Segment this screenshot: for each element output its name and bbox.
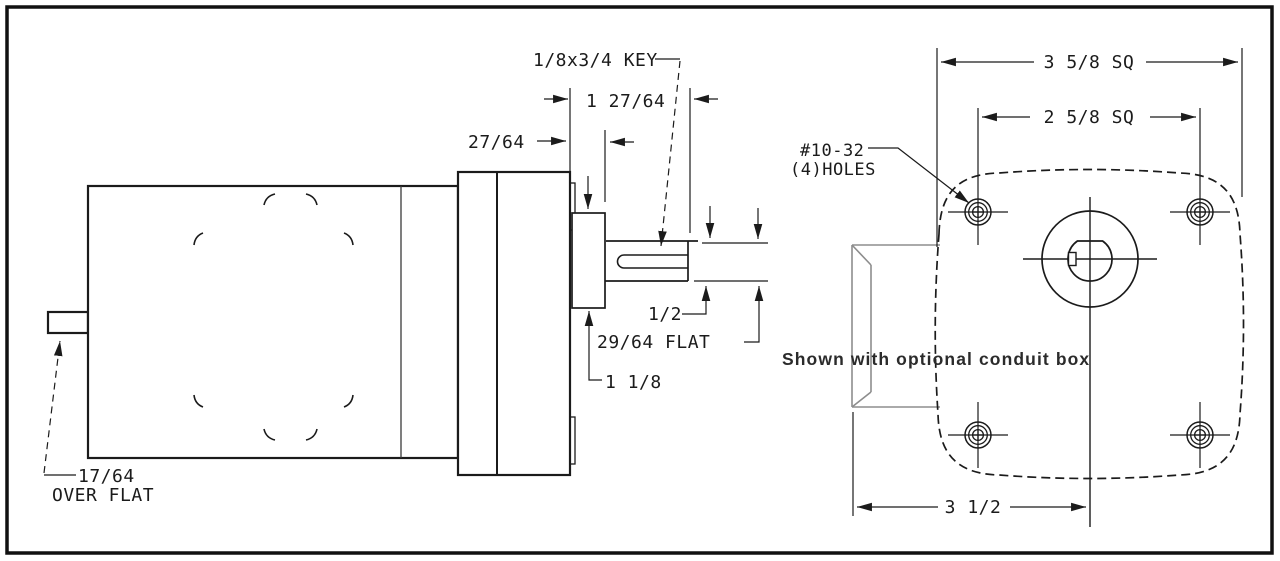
bearing-hub xyxy=(571,212,606,309)
rear-flat-leader xyxy=(43,340,63,474)
front-extension-lines xyxy=(852,48,1243,516)
arc-mark xyxy=(343,232,354,246)
label-hub-diameter: 1 1/8 xyxy=(605,372,662,393)
key-leader xyxy=(658,60,681,247)
arc-mark xyxy=(263,193,276,206)
label-rear-flat-caption: OVER FLAT xyxy=(52,485,154,506)
mounting-hole-bottom-left xyxy=(964,421,992,449)
front-dimensions xyxy=(852,48,1243,516)
arc-mark xyxy=(305,428,318,441)
conduit-box-bevel-top xyxy=(851,244,872,266)
arc-mark xyxy=(193,394,204,408)
label-bolt-square: 2 5/8 SQ xyxy=(1044,107,1135,128)
output-shaft xyxy=(605,240,698,282)
label-key: 1/8x3/4 KEY xyxy=(533,50,658,71)
dim-leader xyxy=(682,286,711,315)
label-holes-thread: #10-32 xyxy=(800,141,864,161)
holes-leader xyxy=(868,147,970,204)
keyway-notch xyxy=(1067,251,1077,267)
side-extension-lines xyxy=(569,88,768,282)
label-outer-square: 3 5/8 SQ xyxy=(1044,52,1135,73)
arc-mark xyxy=(263,428,276,441)
label-shaft-diameter: 1/2 xyxy=(648,304,682,325)
conduit-box-bevel-bottom xyxy=(851,391,872,408)
arc-mark xyxy=(305,193,318,206)
side-dimension-arrows xyxy=(537,94,764,381)
label-conduit-caption: Shown with optional conduit box xyxy=(782,349,1090,369)
dim-leader xyxy=(744,286,764,343)
conduit-box xyxy=(851,244,940,408)
label-shaft-length: 1 27/64 xyxy=(586,91,665,112)
motor-shell-arc-marks xyxy=(193,193,354,441)
bearing-boss-circle xyxy=(1041,210,1139,308)
mounting-hole-bottom-right xyxy=(1186,421,1214,449)
label-hub-width: 27/64 xyxy=(468,132,525,153)
gearbox-housing xyxy=(456,170,572,477)
flange-notch-bottom xyxy=(569,416,576,465)
keyway-slot xyxy=(616,254,688,269)
label-holes-count: (4)HOLES xyxy=(790,160,876,180)
motor-body xyxy=(86,184,460,460)
gearbox-face-outline xyxy=(934,168,1245,480)
front-dimension-arrows xyxy=(857,57,1238,512)
front-view: 3 5/8 SQ 2 5/8 SQ #10-32 (4)HOLES Shown … xyxy=(782,48,1245,527)
arc-mark xyxy=(193,232,204,246)
rear-shaft-stub xyxy=(46,310,90,335)
label-rear-flat-value: 17/64 xyxy=(78,466,135,487)
label-box-offset: 3 1/2 xyxy=(945,497,1002,518)
mounting-hole-top-right xyxy=(1186,198,1214,226)
dim-leader xyxy=(584,311,602,381)
arc-mark xyxy=(343,394,354,408)
side-view: 1/8x3/4 KEY 1 27/64 27/64 1/2 29/64 FLAT… xyxy=(43,50,768,506)
label-shaft-flat: 29/64 FLAT xyxy=(597,332,710,353)
